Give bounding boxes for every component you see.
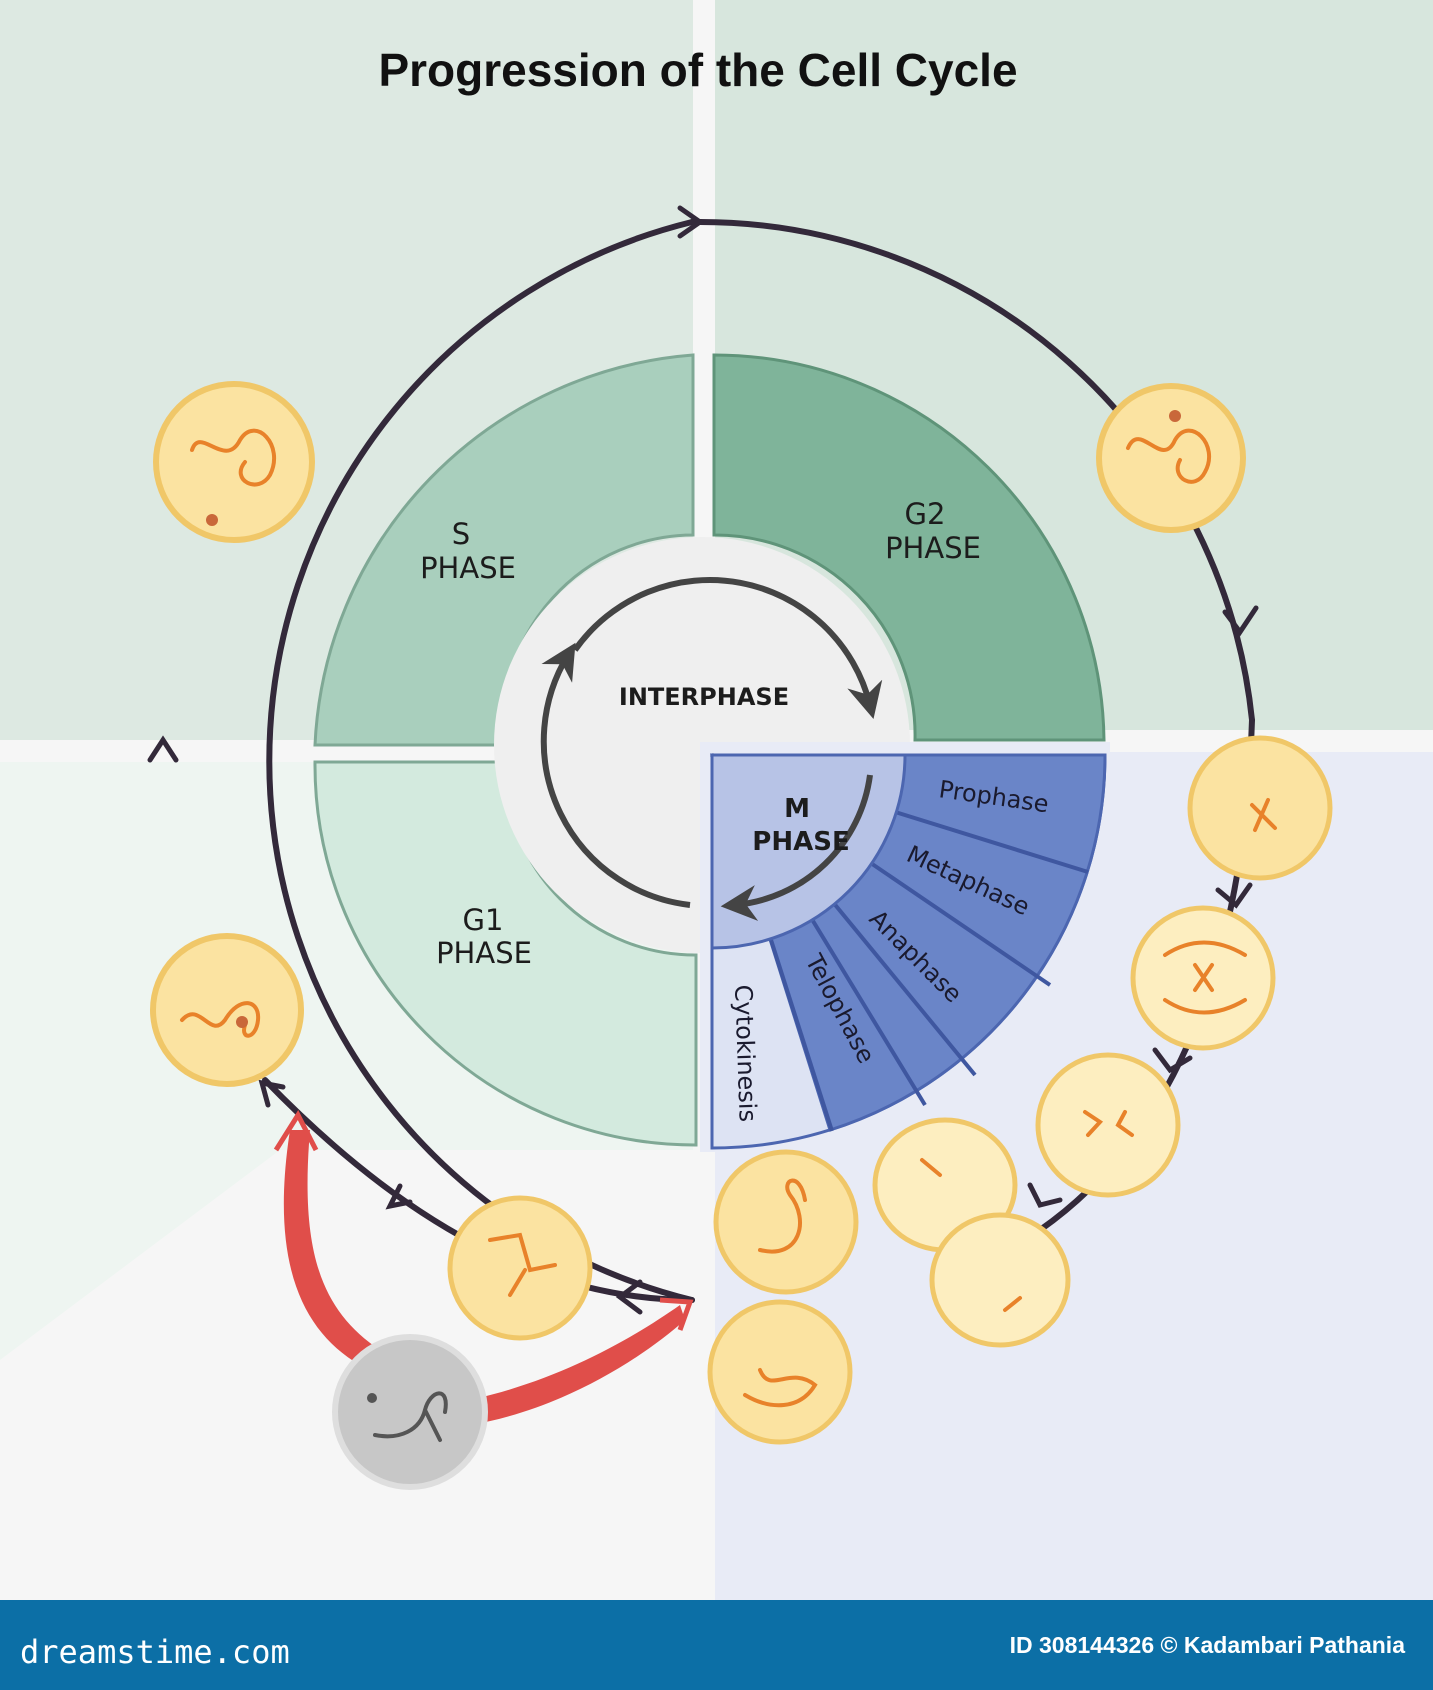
outer-cycle-right-arc [689, 218, 1255, 723]
arrowhead-left [147, 735, 179, 763]
svg-text:PHASE: PHASE [420, 551, 516, 585]
svg-text:G2: G2 [905, 497, 946, 531]
cell-g1-phase [150, 933, 304, 1087]
svg-text:G1: G1 [463, 903, 504, 937]
stage-cytokinesis: Cytokinesis [729, 984, 762, 1122]
arrowhead-m2 [1152, 1047, 1193, 1074]
cell-daughter-2 [707, 1299, 853, 1445]
arrowhead-m3 [1027, 1182, 1063, 1208]
footer-logo: dreamstime.com [20, 1633, 290, 1671]
arrowhead-bottom-left [385, 1183, 413, 1210]
arrowhead-right [1222, 605, 1259, 637]
arrowhead-g1 [258, 1079, 286, 1108]
cell-early-g1 [447, 1195, 593, 1341]
cell-anaphase [1035, 1052, 1181, 1198]
cell-g2-phase [1096, 383, 1246, 533]
g1-phase-label: G1 PHASE [436, 903, 532, 970]
footer: dreamstime.com ID 308144326 © Kadambari … [0, 1600, 1433, 1690]
arrowhead-m1 [1215, 882, 1253, 909]
cell-metaphase [1130, 905, 1276, 1051]
footer-credit: ID 308144326 © Kadambari Pathania [1010, 1632, 1406, 1658]
footer-bar [0, 1600, 1433, 1690]
g2-phase-sector [712, 353, 1106, 742]
g0-arrow [273, 1109, 694, 1425]
cell-daughter-1 [713, 1149, 859, 1295]
cell-telophase [872, 1117, 1071, 1348]
g2-phase-label: G2 PHASE [885, 497, 981, 565]
cell-s-phase [153, 381, 315, 543]
interphase-arrows [540, 576, 883, 908]
m-phase-line1: M [784, 794, 810, 824]
cells [150, 381, 1333, 1490]
svg-text:PHASE: PHASE [436, 936, 532, 970]
s-phase-sector [313, 353, 695, 747]
page-title: Progression of the Cell Cycle [378, 44, 1017, 96]
outer-cycle-left-arc [266, 219, 695, 1303]
cell-prophase [1187, 735, 1333, 881]
arrowhead-top [677, 205, 705, 239]
m-phase-line2: PHASE [752, 827, 849, 857]
cell-g0 [332, 1334, 488, 1490]
svg-text:PHASE: PHASE [885, 531, 981, 565]
interphase-label: INTERPHASE [619, 683, 789, 711]
s-phase-label: S PHASE [420, 517, 516, 585]
m-phase: M PHASE Prophase Metaphase Anaphase Telo… [700, 742, 1110, 1152]
svg-text:S: S [452, 517, 470, 551]
arrowhead-bottom [615, 1279, 643, 1315]
